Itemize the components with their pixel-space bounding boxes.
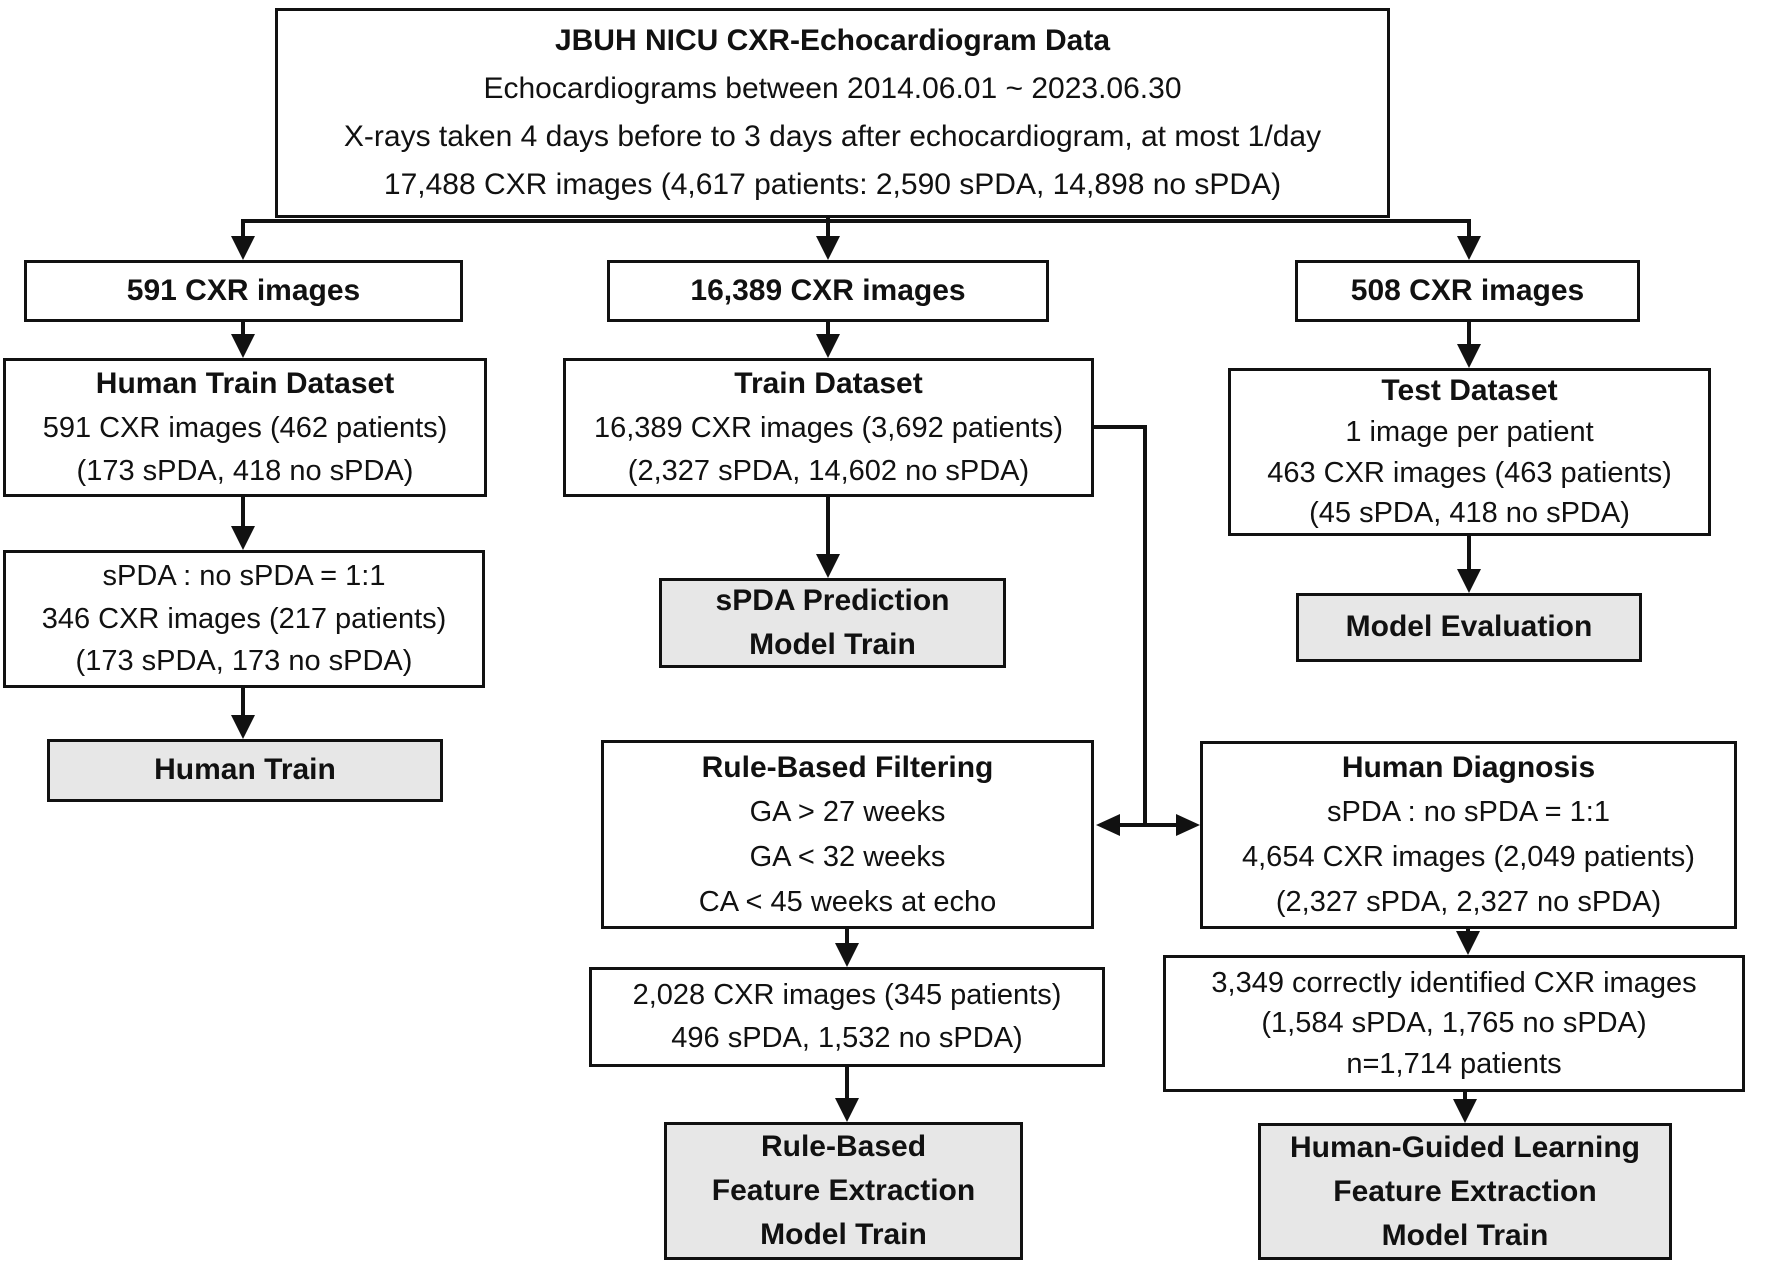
node-spda-prediction-line: Model Train [749, 628, 916, 661]
node-train-dataset: Train Dataset 16,389 CXR images (3,692 p… [563, 358, 1094, 497]
node-rule-based-filtering: Rule-Based Filtering GA > 27 weeks GA < … [601, 740, 1094, 929]
arrowhead-left-dataset [231, 334, 255, 358]
connector-result-humanfe [1463, 1092, 1467, 1101]
node-human-diagnosis: Human Diagnosis sPDA : no sPDA = 1:1 4,6… [1200, 741, 1737, 929]
arrowhead-htd-balance [231, 526, 255, 550]
node-rule-fe-line: Rule-Based [760, 1130, 927, 1163]
node-test-dataset: Test Dataset 1 image per patient 463 CXR… [1228, 368, 1711, 536]
arrowhead-balance-humantrain [231, 715, 255, 739]
node-branch-right: 508 CXR images [1295, 260, 1640, 322]
node-root-title: JBUH NICU CXR-Echocardiogram Data [554, 24, 1111, 57]
node-human-guided-feature-extraction: Human-Guided Learning Feature Extraction… [1258, 1123, 1672, 1260]
node-rule-based-feature-extraction: Rule-Based Feature Extraction Model Trai… [664, 1122, 1023, 1260]
node-root: JBUH NICU CXR-Echocardiogram Data Echoca… [275, 8, 1390, 218]
node-root-line: Echocardiograms between 2014.06.01 ~ 202… [483, 72, 1182, 105]
node-model-evaluation: Model Evaluation [1296, 593, 1642, 662]
node-human-train-label: Human Train [154, 753, 336, 787]
node-branch-center: 16,389 CXR images [607, 260, 1049, 322]
arrowhead-train-spda [816, 554, 840, 578]
node-test-dataset-line: (45 sPDA, 418 no sPDA) [1309, 497, 1630, 530]
arrowhead-to-rule-filtering [1096, 814, 1120, 836]
node-rule-fe-line: Model Train [760, 1218, 927, 1251]
node-spda-prediction-model-train: sPDA Prediction Model Train [659, 578, 1006, 668]
node-train-dataset-line: (2,327 sPDA, 14,602 no sPDA) [627, 454, 1030, 487]
arrowhead-filtering-result [835, 943, 859, 967]
arrowhead-branch-left [231, 236, 255, 260]
node-root-line: 17,488 CXR images (4,617 patients: 2,590… [383, 168, 1282, 201]
node-human-diagnosis-line: 4,654 CXR images (2,049 patients) [1242, 841, 1695, 873]
node-rule-filtered-result-line: 496 sPDA, 1,532 no sPDA) [671, 1022, 1023, 1054]
arrowhead-center-dataset [816, 334, 840, 358]
node-balanced-sample-line: sPDA : no sPDA = 1:1 [102, 559, 386, 592]
node-human-fe-line: Model Train [1381, 1218, 1549, 1252]
node-human-train-dataset-line: (173 sPDA, 418 no sPDA) [76, 454, 414, 487]
node-balanced-sample-line: (173 sPDA, 173 no sPDA) [75, 645, 413, 678]
node-human-fe-line: Human-Guided Learning [1289, 1130, 1640, 1164]
node-rule-based-filtering-line: GA > 27 weeks [749, 795, 946, 828]
connector-left-dataset [241, 322, 245, 336]
node-test-dataset-line: 463 CXR images (463 patients) [1267, 456, 1672, 489]
node-human-train-dataset-line: 591 CXR images (462 patients) [42, 411, 448, 444]
connector-double-arrow-line [1116, 823, 1180, 827]
node-rule-based-filtering-line: GA < 32 weeks [749, 840, 946, 873]
node-rule-based-filtering-title: Rule-Based Filtering [701, 750, 994, 784]
node-human-fe-line: Feature Extraction [1333, 1174, 1597, 1208]
arrowhead-to-human-diagnosis [1176, 814, 1200, 836]
node-human-train: Human Train [47, 739, 443, 802]
node-branch-center-label: 16,389 CXR images [690, 273, 966, 307]
arrowhead-result-rulefe [835, 1098, 859, 1122]
node-train-dataset-title: Train Dataset [734, 367, 923, 401]
connector-result-rulefe [845, 1067, 849, 1100]
node-human-diagnosis-title: Human Diagnosis [1341, 751, 1596, 784]
connector-train-elbow-horizontal [1094, 425, 1147, 429]
node-human-train-dataset-title: Human Train Dataset [95, 367, 395, 401]
connector-right-dataset [1467, 322, 1471, 346]
node-rule-filtered-result: 2,028 CXR images (345 patients) 496 sPDA… [589, 967, 1105, 1067]
node-model-evaluation-label: Model Evaluation [1345, 610, 1593, 644]
arrowhead-result-humanfe [1453, 1099, 1477, 1123]
node-branch-left-label: 591 CXR images [126, 273, 361, 307]
connector-train-spda [826, 497, 830, 556]
node-branch-left: 591 CXR images [24, 260, 463, 322]
connector-root-right [1467, 221, 1471, 238]
connector-center-dataset [826, 322, 830, 336]
node-correctly-identified-line: (1,584 sPDA, 1,765 no sPDA) [1261, 1007, 1647, 1040]
node-root-line: X-rays taken 4 days before to 3 days aft… [343, 120, 1322, 153]
connector-root-center [826, 218, 830, 238]
arrowhead-right-dataset [1457, 344, 1481, 368]
node-test-dataset-line: 1 image per patient [1345, 416, 1594, 449]
connector-branch-horizontal [241, 219, 1471, 223]
node-branch-right-label: 508 CXR images [1350, 273, 1585, 307]
node-test-dataset-title: Test Dataset [1381, 374, 1558, 408]
connector-test-eval [1467, 536, 1471, 571]
node-balanced-sample-line: 346 CXR images (217 patients) [41, 602, 447, 635]
connector-htd-balance [241, 497, 245, 528]
arrowhead-test-eval [1457, 569, 1481, 593]
node-correctly-identified-line: 3,349 correctly identified CXR images [1211, 966, 1697, 999]
connector-root-left [241, 221, 245, 238]
node-rule-filtered-result-line: 2,028 CXR images (345 patients) [632, 979, 1062, 1012]
node-human-diagnosis-line: sPDA : no sPDA = 1:1 [1327, 796, 1610, 828]
node-rule-fe-line: Feature Extraction [711, 1174, 976, 1207]
connector-balance-humantrain [241, 688, 245, 717]
arrowhead-diagnosis-result [1456, 931, 1480, 955]
node-human-diagnosis-line: (2,327 sPDA, 2,327 no sPDA) [1275, 886, 1662, 918]
connector-filtering-result [845, 929, 849, 945]
connector-train-elbow-vertical [1143, 425, 1147, 827]
node-human-train-dataset: Human Train Dataset 591 CXR images (462 … [3, 358, 487, 497]
node-correctly-identified: 3,349 correctly identified CXR images (1… [1163, 955, 1745, 1092]
node-balanced-sample: sPDA : no sPDA = 1:1 346 CXR images (217… [3, 550, 485, 688]
arrowhead-branch-right [1457, 236, 1481, 260]
node-correctly-identified-line: n=1,714 patients [1346, 1047, 1562, 1080]
node-spda-prediction-line: sPDA Prediction [715, 584, 950, 617]
node-rule-based-filtering-line: CA < 45 weeks at echo [698, 885, 997, 918]
arrowhead-branch-center [816, 236, 840, 260]
node-train-dataset-line: 16,389 CXR images (3,692 patients) [593, 411, 1064, 444]
